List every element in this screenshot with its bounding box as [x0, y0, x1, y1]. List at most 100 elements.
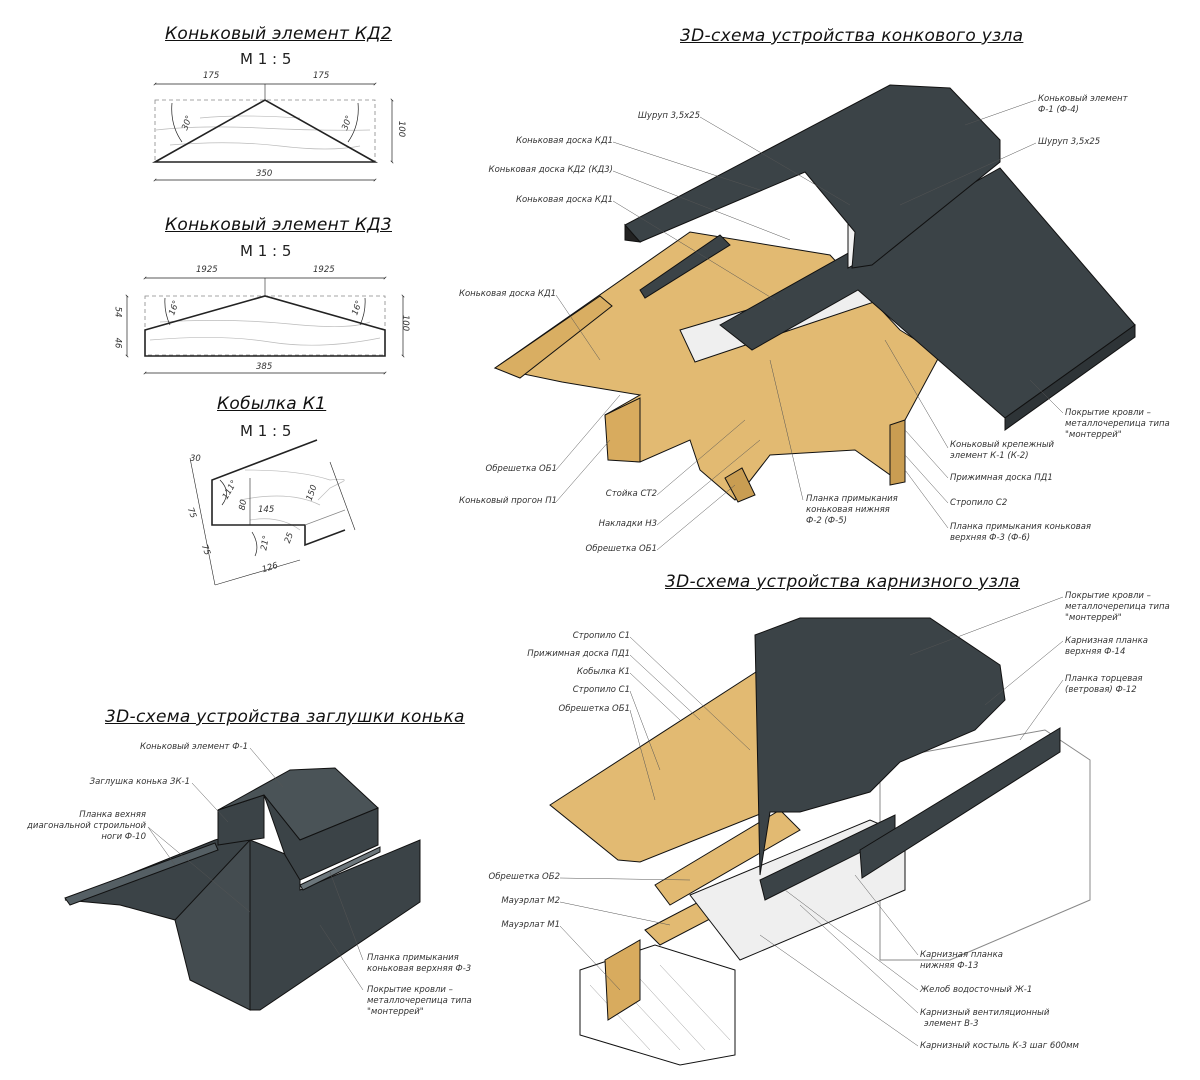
label-line: (ветровая) Ф-12	[1065, 685, 1137, 695]
eaves-m1	[604, 939, 641, 1021]
label-line: Покрытие кровли –	[367, 985, 453, 995]
eaves-label-hook: Карнизный костыль К-3 шаг 600мм	[920, 1041, 1079, 1051]
ridge-label-plates: Накладки Н3	[598, 519, 657, 529]
label-line: Покрытие кровли –	[1065, 591, 1151, 601]
eaves-label-ob1: Обрешетка ОБ1	[558, 704, 631, 714]
eaves-wall-section	[579, 944, 736, 1066]
ridge-label-kd1-b: Коньковая доска КД1	[515, 195, 613, 205]
kd2-scale: М 1 : 5	[240, 50, 292, 68]
endcap-ridge-side	[263, 794, 379, 881]
k1-scale: М 1 : 5	[240, 422, 292, 440]
label-line: металлочерепица типа	[1065, 602, 1170, 612]
ridge-lath-end	[724, 467, 756, 503]
eaves-label-ob2: Обрешетка ОБ2	[488, 872, 561, 882]
eaves-end-strip	[859, 727, 1061, 879]
eaves-label-lower-strip: Карнизная планка нижняя Ф-13	[920, 950, 1003, 972]
ridge-label-fastener: Коньковый крепежный элемент К-1 (К-2)	[950, 440, 1054, 462]
ridge-label-ridge-element: Коньковый элемент Ф-1 (Ф-4)	[1038, 94, 1128, 116]
label-line: Планка примыкания коньковая	[950, 522, 1092, 532]
eaves-label-upper-strip: Карнизная планка верхняя Ф-14	[1065, 636, 1148, 658]
ridge-cap	[624, 84, 1001, 269]
ridge-label-lower-flashing: Планка примыкания коньковая нижняя Ф-2 (…	[806, 494, 898, 527]
ridge-roof-edge	[1004, 324, 1136, 431]
eaves-label-gutter: Желоб водосточный Ж-1	[920, 985, 1033, 995]
eaves-3d-drawing	[549, 596, 1091, 1066]
kd2-drawing	[151, 82, 394, 182]
label-line: Планка вехняя	[79, 810, 146, 820]
label-line: ноги Ф-10	[101, 832, 146, 842]
ridge-purlin-end	[604, 397, 641, 463]
endcap-label-ridge-element: Коньковый элемент Ф-1	[139, 742, 248, 752]
label-line: Карнизный вентиляционный	[920, 1008, 1050, 1018]
kd2-dim-left: 175	[203, 71, 220, 81]
kd2-dim-right: 175	[313, 71, 330, 81]
label-line: Планка примыкания	[367, 953, 459, 963]
ridge-label-ob1-a: Обрешетка ОБ1	[485, 464, 558, 474]
ridge-label-rafter: Стропило С2	[950, 498, 1008, 508]
label-line: Покрытие кровли –	[1065, 408, 1151, 418]
endcap-label-flashing: Планка примыкания коньковая верхняя Ф-3	[367, 953, 471, 975]
ridge-lath-left	[493, 295, 613, 379]
eaves-label-roofing: Покрытие кровли – металлочерепица типа "…	[1065, 591, 1170, 624]
endcap-flashing	[299, 846, 381, 891]
kd2-dim-height: 100	[396, 120, 407, 138]
kd3-drawing	[125, 276, 405, 375]
endcap-label-hip-strip: Планка вехняя диагональной строильной но…	[27, 810, 146, 843]
ridge-label-screw-right: Шуруп 3,5х25	[1038, 137, 1101, 147]
ridge-label-kd1-c: Коньковая доска КД1	[458, 289, 556, 299]
label-line: Планка торцевая	[1065, 674, 1143, 684]
kd3-dim-left: 1925	[196, 265, 218, 275]
endcap-label-cap: Заглушка конька ЗК-1	[89, 777, 190, 787]
eaves-label-rafter-a: Стропило С1	[572, 631, 630, 641]
label-line: коньковая нижняя	[806, 505, 890, 515]
label-line: "монтеррей"	[1065, 430, 1122, 440]
label-line: элемент К-1 (К-2)	[950, 451, 1029, 461]
label-line: Карнизная планка	[1065, 636, 1148, 646]
label-line: коньковая верхняя Ф-3	[367, 964, 472, 974]
label-line: Коньковый крепежный	[950, 440, 1055, 450]
eaves-label-filly: Кобылка К1	[576, 667, 630, 677]
eaves-label-rafter-b: Стропило С1	[572, 685, 630, 695]
ridge-label-post: Стойка СТ2	[605, 489, 657, 499]
eaves-label-press-board: Прижимная доска ПД1	[527, 649, 630, 659]
label-line: верхняя Ф-14	[1065, 647, 1126, 657]
label-line: нижняя Ф-13	[920, 961, 979, 971]
ridge-cap-edge	[624, 223, 642, 243]
label-line: металлочерепица типа	[1065, 419, 1170, 429]
endcap-3d-drawing	[64, 747, 421, 1011]
k1-dim-30: 30	[190, 454, 201, 464]
kd3-title: Коньковый элемент КД3	[165, 215, 392, 235]
endcap-label-roofing: Покрытие кровли – металлочерепица типа "…	[367, 985, 472, 1018]
kd3-dim-right: 1925	[313, 265, 335, 275]
eaves-masonry	[879, 729, 1091, 961]
label-line: элемент В-3	[924, 1019, 979, 1029]
eaves-label-m2: Мауэрлат М2	[501, 896, 560, 906]
label-line: Ф-1 (Ф-4)	[1038, 105, 1079, 115]
eaves-title: 3D-схема устройства карнизного узла	[665, 572, 1021, 592]
ridge-label-roofing: Покрытие кровли – металлочерепица типа "…	[1065, 408, 1170, 441]
label-line: Коньковый элемент	[1038, 94, 1128, 104]
k1-title: Кобылка К1	[217, 394, 327, 414]
label-line: Планка примыкания	[806, 494, 898, 504]
label-line: "монтеррей"	[1065, 613, 1122, 623]
kd2-title: Коньковый элемент КД2	[165, 24, 392, 44]
kd2-dim-width: 350	[256, 169, 273, 179]
ridge-label-press-board: Прижимная доска ПД1	[950, 473, 1053, 483]
label-line: металлочерепица типа	[367, 996, 472, 1006]
ridge-label-purlin: Коньковый прогон П1	[459, 496, 557, 506]
ridge-label-screw-left: Шуруп 3,5х25	[637, 111, 700, 121]
endcap-title: 3D-схема устройства заглушки конька	[105, 707, 465, 727]
eaves-label-end-strip: Планка торцевая (ветровая) Ф-12	[1065, 674, 1143, 696]
label-line: Ф-2 (Ф-5)	[806, 516, 847, 526]
ridge-label-kd1-a: Коньковая доска КД1	[515, 136, 613, 146]
kd3-dim-width: 385	[256, 362, 273, 372]
ridge-rafter-end	[889, 419, 906, 486]
eaves-label-m1: Мауэрлат М1	[501, 920, 560, 930]
ridge-3d-drawing	[493, 84, 1136, 551]
kd3-dim-top: 54	[112, 306, 123, 318]
label-line: Карнизная планка	[920, 950, 1003, 960]
eaves-label-vent: Карнизный вентиляционный элемент В-3	[920, 1008, 1049, 1030]
label-line: диагональной строильной	[27, 821, 146, 831]
ridge-label-kd2-kd3: Коньковая доска КД2 (КД3)	[488, 165, 613, 175]
